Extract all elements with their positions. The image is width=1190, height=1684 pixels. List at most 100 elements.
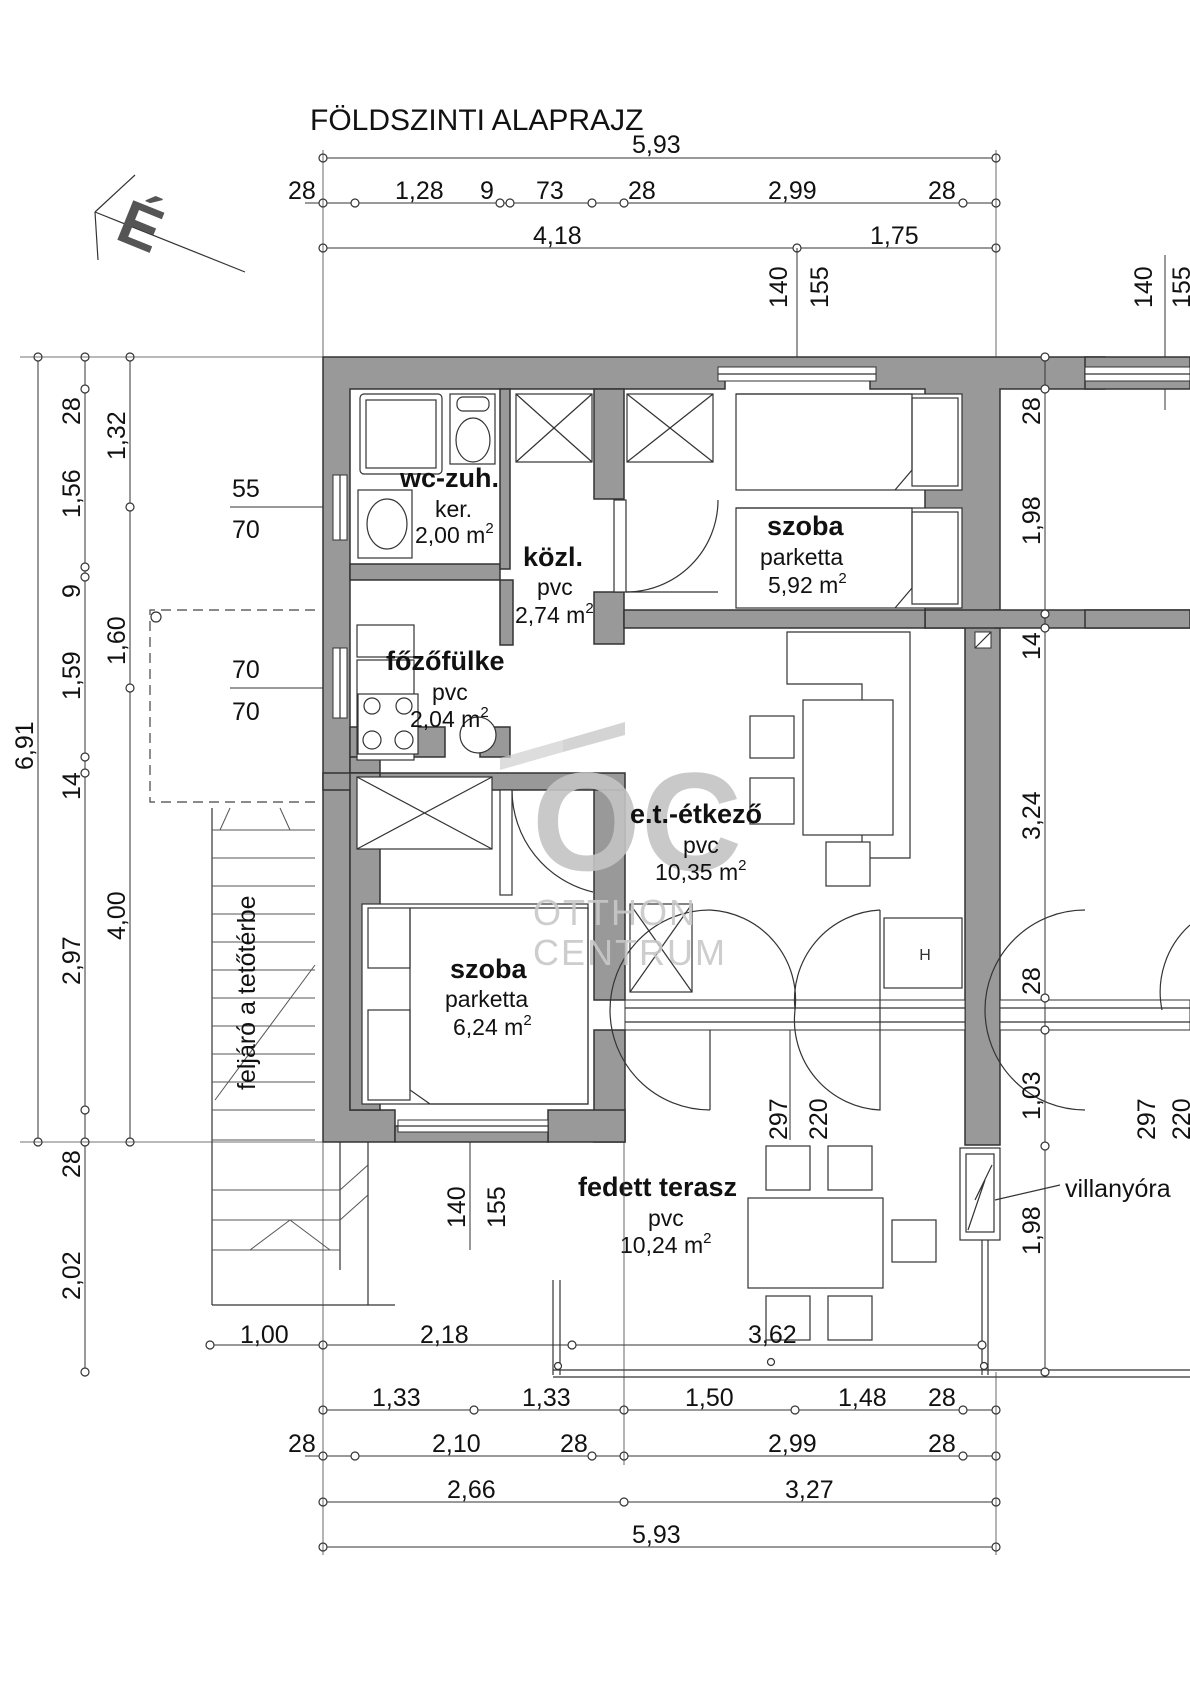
meter-label: villanyóra <box>1065 1175 1171 1203</box>
left-dimensions: 6,91 28 1,56 9 1,59 14 2,97 28 2,02 1,32… <box>11 352 340 1377</box>
dim-top-win2-a: 140 <box>1130 266 1158 308</box>
room-szoba1-sup: 2 <box>838 570 846 587</box>
watermark: OC OTTHON CENTRUM <box>500 722 742 973</box>
room-etkezo-name: e.t.-étkező <box>630 799 762 829</box>
svg-text:2,04 m2: 2,04 m2 <box>410 704 489 732</box>
room-fozo-sup: 2 <box>480 704 488 721</box>
windows <box>332 366 1190 1133</box>
dim-top-win2-b: 155 <box>1168 266 1190 308</box>
svg-text:2,74 m2: 2,74 m2 <box>515 600 594 628</box>
room-fozo-floor: pvc <box>432 679 468 705</box>
dim-left-mid-1: 1,56 <box>58 469 86 518</box>
dim-top-r2-6: 28 <box>928 177 956 205</box>
dim-left-mid-6: 28 <box>58 1150 86 1178</box>
north-arrow: É <box>94 174 246 273</box>
dim-terrace-1: 2,18 <box>420 1321 469 1349</box>
room-kozl-sup: 2 <box>585 600 593 617</box>
dim-terrace-2: 3,62 <box>748 1321 797 1349</box>
dim-right-6: 1,98 <box>1018 1206 1046 1255</box>
dim-left-in-1: 1,60 <box>103 616 131 665</box>
dim-left-outer: 6,91 <box>11 721 39 770</box>
dim-door-b: 220 <box>805 1098 833 1140</box>
dim-top-r3-1: 1,75 <box>870 222 919 250</box>
dim-top-r2-5: 2,99 <box>768 177 817 205</box>
dim-top-r2-2: 9 <box>480 177 494 205</box>
room-wc-area: 2,00 m <box>415 522 485 548</box>
dim-door-r-a: 297 <box>1133 1098 1161 1140</box>
room-terasz-name: fedett terasz <box>578 1172 737 1202</box>
room-wc-sup: 2 <box>485 520 493 537</box>
watermark-line1: OTTHON <box>533 892 697 933</box>
dim-win-left2-a: 70 <box>232 656 260 684</box>
room-labels: wc-zuh. ker. 2,00 m2 közl. pvc 2,74 m2 s… <box>386 463 1171 1258</box>
dim-left-mid-5: 2,97 <box>58 936 86 985</box>
dim-bot-r2-2: 28 <box>560 1430 588 1458</box>
dim-top-r2-3: 73 <box>536 177 564 205</box>
room-szoba2-area: 6,24 m <box>453 1014 523 1040</box>
dim-top-win1-a: 140 <box>765 266 793 308</box>
stair-label: feljáró a tetőtérbe <box>233 895 261 1090</box>
north-label: É <box>108 187 172 266</box>
room-szoba1-name: szoba <box>767 511 845 541</box>
plan-title: FÖLDSZINTI ALAPRAJZ <box>310 104 643 137</box>
dim-left-mid-2: 9 <box>58 584 86 598</box>
room-terasz-sup: 2 <box>703 1230 711 1247</box>
room-etkezo-floor: pvc <box>683 832 719 858</box>
dim-bot-r2-3: 2,99 <box>768 1430 817 1458</box>
fixtures: H <box>356 393 1190 1378</box>
svg-text:6,24 m2: 6,24 m2 <box>453 1012 532 1040</box>
dim-top-total: 5,93 <box>632 131 681 159</box>
room-terasz-area: 10,24 m <box>620 1232 703 1258</box>
dim-door-a: 297 <box>765 1098 793 1140</box>
svg-text:2,00 m2: 2,00 m2 <box>415 520 494 548</box>
room-kozl-floor: pvc <box>537 574 573 600</box>
dim-door-r-b: 220 <box>1168 1098 1190 1140</box>
dim-right-4: 28 <box>1018 967 1046 995</box>
bottom-dimensions: 140 155 1,00 2,18 3,62 1,33 1,33 1,50 1,… <box>20 150 1001 1555</box>
room-szoba1-area: 5,92 m <box>768 572 838 598</box>
dim-right-0: 28 <box>1018 397 1046 425</box>
room-kozl-name: közl. <box>523 542 583 572</box>
dim-bot-r1-1: 1,33 <box>522 1384 571 1412</box>
watermark-line2: CENTRUM <box>533 932 727 973</box>
appliance-label: H <box>919 947 931 964</box>
dim-bot-r1-0: 1,33 <box>372 1384 421 1412</box>
svg-text:10,35 m2: 10,35 m2 <box>655 857 746 885</box>
dim-bot-win-a: 140 <box>443 1186 471 1228</box>
dim-bot-r2-0: 28 <box>288 1430 316 1458</box>
room-etkezo-sup: 2 <box>738 857 746 874</box>
room-etkezo-area: 10,35 m <box>655 859 738 885</box>
dim-win-left1-b: 70 <box>232 516 260 544</box>
dim-top-r2-0: 28 <box>288 177 316 205</box>
dim-bot-r2-1: 2,10 <box>432 1430 481 1458</box>
dim-left-in-0: 1,32 <box>103 411 131 460</box>
svg-text:10,24 m2: 10,24 m2 <box>620 1230 711 1258</box>
dim-bot-r1-2: 1,50 <box>685 1384 734 1412</box>
room-wc-name: wc-zuh. <box>399 463 499 493</box>
top-dimensions: 5,93 28 1,28 9 73 28 2,99 28 4,18 1,75 1… <box>288 131 1190 410</box>
dim-top-win1-b: 155 <box>806 266 834 308</box>
dim-bot-r2-4: 28 <box>928 1430 956 1458</box>
dim-win-left2-b: 70 <box>232 698 260 726</box>
dim-bot-r1-3: 1,48 <box>838 1384 887 1412</box>
dim-terrace-0: 1,00 <box>240 1321 289 1349</box>
room-kozl-area: 2,74 m <box>515 602 585 628</box>
dim-bot-r3-1: 3,27 <box>785 1476 834 1504</box>
right-dimensions: 28 1,98 14 3,24 28 1,03 1,98 297 220 297… <box>765 352 1190 1377</box>
dim-left-mid-3: 1,59 <box>58 651 86 700</box>
room-wc-floor: ker. <box>435 496 472 522</box>
dim-right-5: 1,03 <box>1018 1071 1046 1120</box>
room-szoba2-name: szoba <box>450 954 528 984</box>
watermark-logo: OC <box>532 743 742 900</box>
room-terasz-floor: pvc <box>648 1205 684 1231</box>
dim-top-r3-0: 4,18 <box>533 222 582 250</box>
dim-top-r2-4: 28 <box>628 177 656 205</box>
room-szoba2-sup: 2 <box>523 1012 531 1029</box>
dim-right-3: 3,24 <box>1018 791 1046 840</box>
dim-left-mid-0: 28 <box>58 397 86 425</box>
svg-text:5,92 m2: 5,92 m2 <box>768 570 847 598</box>
dim-left-mid-4: 14 <box>58 772 86 800</box>
dim-bot-win-b: 155 <box>483 1186 511 1228</box>
room-fozo-name: főzőfülke <box>386 646 505 676</box>
